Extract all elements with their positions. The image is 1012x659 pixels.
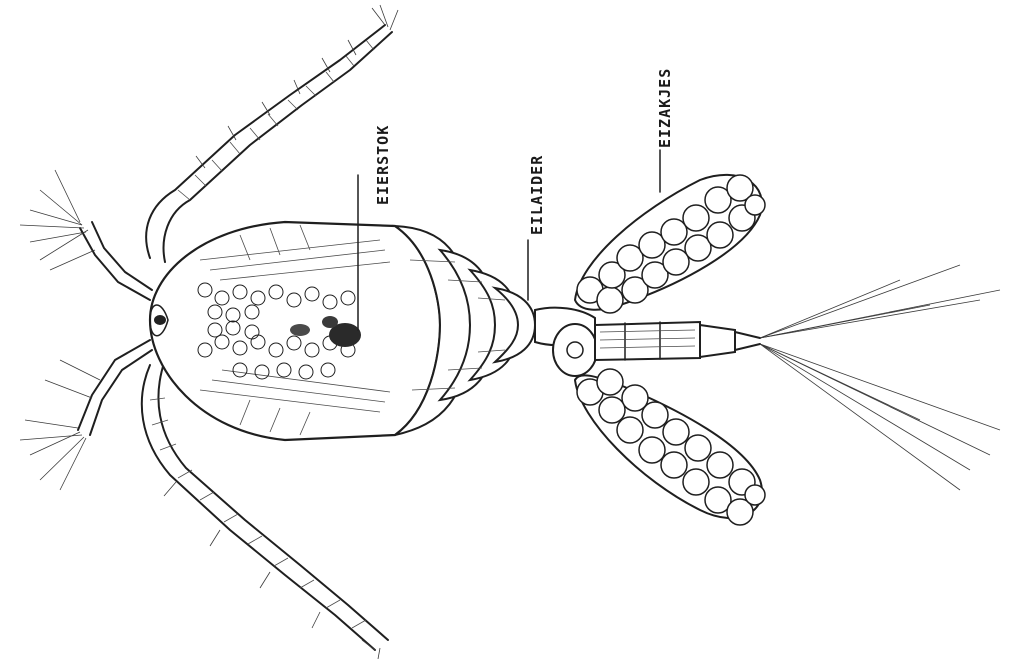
caudal-rami — [735, 265, 1000, 490]
label-oviduct-text: EILAIDER — [528, 155, 546, 235]
label-egg-sacs: EIZAKJES — [656, 68, 674, 192]
antennule-upper — [20, 170, 152, 300]
egg-sac-lower — [575, 369, 765, 525]
label-oviduct: EILAIDER — [528, 155, 546, 300]
abdomen — [535, 308, 735, 376]
label-ovary-text: EIERSTOK — [374, 125, 392, 205]
label-egg-sacs-text: EIZAKJES — [656, 68, 674, 148]
egg-sac-upper — [575, 175, 765, 313]
antennule-lower — [20, 340, 152, 490]
cephalothorax — [150, 222, 440, 440]
